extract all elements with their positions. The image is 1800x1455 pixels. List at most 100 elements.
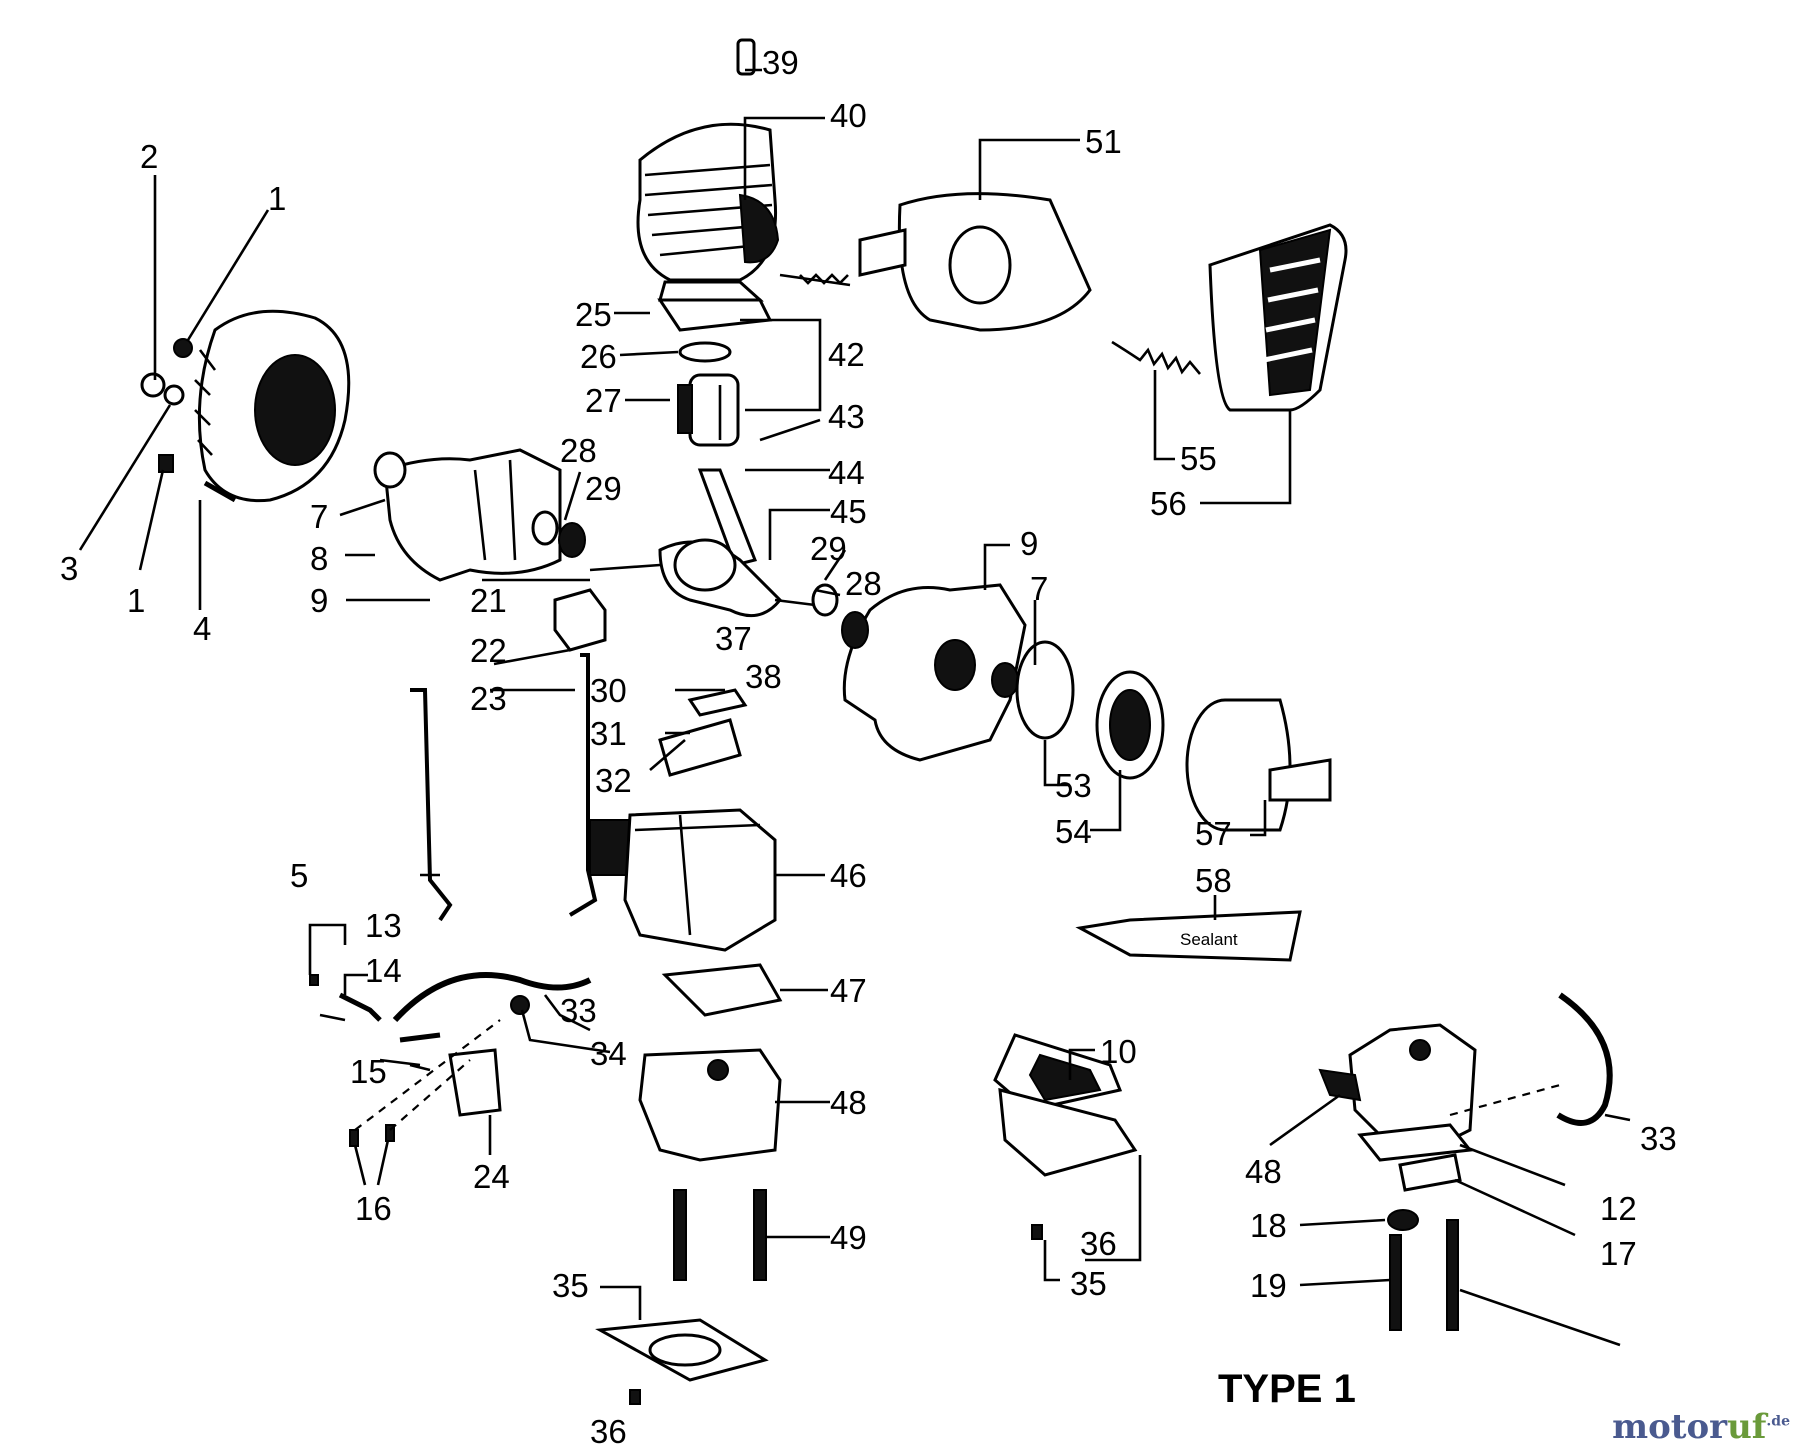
- label-15: 15: [350, 1053, 387, 1090]
- label-33-type1: 33: [1640, 1120, 1677, 1157]
- label-28-right: 28: [845, 565, 882, 602]
- part-48-carburetor: [638, 1048, 782, 1162]
- label-45: 45: [830, 493, 867, 530]
- label-47: 47: [830, 972, 867, 1009]
- label-23: 23: [470, 680, 507, 717]
- label-53: 53: [1055, 767, 1092, 804]
- part-51-muffler: [779, 192, 1092, 332]
- part-32-filter: [589, 819, 631, 876]
- label-22: 22: [470, 632, 507, 669]
- watermark-brand: motor: [1612, 1407, 1728, 1447]
- label-31: 31: [590, 715, 627, 752]
- label-12: 12: [1600, 1190, 1637, 1227]
- label-25: 25: [575, 296, 612, 333]
- part-45-crankshaft: [589, 468, 816, 618]
- part-35-gasket-right: [998, 1088, 1138, 1177]
- label-14: 14: [365, 952, 402, 989]
- label-7-right: 7: [1030, 570, 1048, 607]
- label-38: 38: [745, 658, 782, 695]
- part-22-block: [553, 588, 607, 652]
- part-crankcase-left-half: [373, 448, 562, 582]
- label-33-left: 33: [560, 992, 597, 1029]
- part-18-spacer: [1387, 1209, 1419, 1231]
- label-35-right: 35: [1070, 1265, 1107, 1302]
- label-13: 13: [365, 907, 402, 944]
- label-29-right: 29: [810, 530, 847, 567]
- label-27: 27: [585, 382, 622, 419]
- label-51: 51: [1085, 123, 1122, 160]
- label-42: 42: [828, 336, 865, 373]
- part-29-seal-left: [558, 522, 586, 558]
- part-28-bearing-right: [841, 611, 869, 649]
- part-58-sealant-tube: Sealant: [1075, 910, 1302, 962]
- label-24: 24: [473, 1158, 510, 1195]
- part-46-air-box: [623, 808, 777, 952]
- label-2: 2: [140, 138, 158, 175]
- part-43-piston: [688, 373, 740, 447]
- label-10: 10: [1100, 1033, 1137, 1070]
- label-48: 48: [830, 1084, 867, 1121]
- label-36-right: 36: [1080, 1225, 1117, 1262]
- part-30-reed: [687, 688, 748, 717]
- watermark-tld: .de: [1766, 1413, 1790, 1430]
- label-17: 17: [1600, 1235, 1637, 1272]
- part-1-nut-bottom: [158, 454, 174, 473]
- part-1-nut-top: [173, 338, 193, 358]
- part-36-screw-bottom: [629, 1389, 641, 1405]
- label-7-left: 7: [310, 498, 328, 535]
- label-8: 8: [310, 540, 328, 577]
- part-25-cylinder-gasket: [657, 298, 773, 332]
- watermark-logo: motoruf.de: [1612, 1407, 1790, 1447]
- label-44: 44: [828, 454, 865, 491]
- part-28-bearing-left: [531, 510, 559, 546]
- part-5-throttle-rod: [410, 688, 453, 922]
- part-24-bracket: [448, 1048, 502, 1117]
- sealant-tube-text: Sealant: [1180, 930, 1238, 949]
- label-3: 3: [60, 550, 78, 587]
- label-5: 5: [290, 857, 308, 894]
- callout-labels: 39 40 51 25 26 27 42 43 44 45 2 1 3 1 4 …: [60, 44, 1677, 1450]
- label-29-left: 29: [585, 470, 622, 507]
- label-55: 55: [1180, 440, 1217, 477]
- label-19: 19: [1250, 1267, 1287, 1304]
- part-2-nut: [140, 372, 166, 398]
- part-36-screw-right: [1031, 1224, 1043, 1240]
- label-28-left: 28: [560, 432, 597, 469]
- label-1-bottom: 1: [127, 582, 145, 619]
- label-30: 30: [590, 672, 627, 709]
- part-3-washer: [163, 384, 185, 406]
- part-55-spring: [1111, 340, 1201, 375]
- label-57: 57: [1195, 815, 1232, 852]
- part-10-gasket: [993, 1033, 1123, 1112]
- part-flywheel: [194, 309, 351, 503]
- label-40: 40: [830, 97, 867, 134]
- label-34: 34: [590, 1035, 627, 1072]
- part-23-choke-rod: [568, 653, 598, 917]
- label-16: 16: [355, 1190, 392, 1227]
- part-26-ring: [678, 341, 732, 363]
- label-54: 54: [1055, 813, 1092, 850]
- label-9-left: 9: [310, 582, 328, 619]
- leader-lines: [78, 68, 1631, 1347]
- label-49: 49: [830, 1219, 867, 1256]
- part-42-spring: [799, 273, 849, 285]
- label-32: 32: [595, 762, 632, 799]
- part-40-cylinder: [636, 122, 780, 302]
- label-21: 21: [470, 582, 507, 619]
- part-53-gasket: [1015, 640, 1075, 740]
- part-48-carburetor-type1: [1318, 1023, 1477, 1152]
- part-34-fuel-filter: [510, 995, 530, 1015]
- label-39: 39: [762, 44, 799, 81]
- part-47-carb-gasket: [661, 963, 783, 1017]
- label-26: 26: [580, 338, 617, 375]
- part-33-fuel-line-type1: [1556, 992, 1613, 1126]
- watermark-suffix: uf: [1727, 1407, 1767, 1447]
- part-crankcase-right-half: [842, 583, 1027, 762]
- label-18: 18: [1250, 1207, 1287, 1244]
- part-33-fuel-line-left: [392, 972, 592, 1023]
- part-19-screws: [1389, 1219, 1459, 1331]
- label-48-type1: 48: [1245, 1153, 1282, 1190]
- part-39-screw: [736, 38, 756, 76]
